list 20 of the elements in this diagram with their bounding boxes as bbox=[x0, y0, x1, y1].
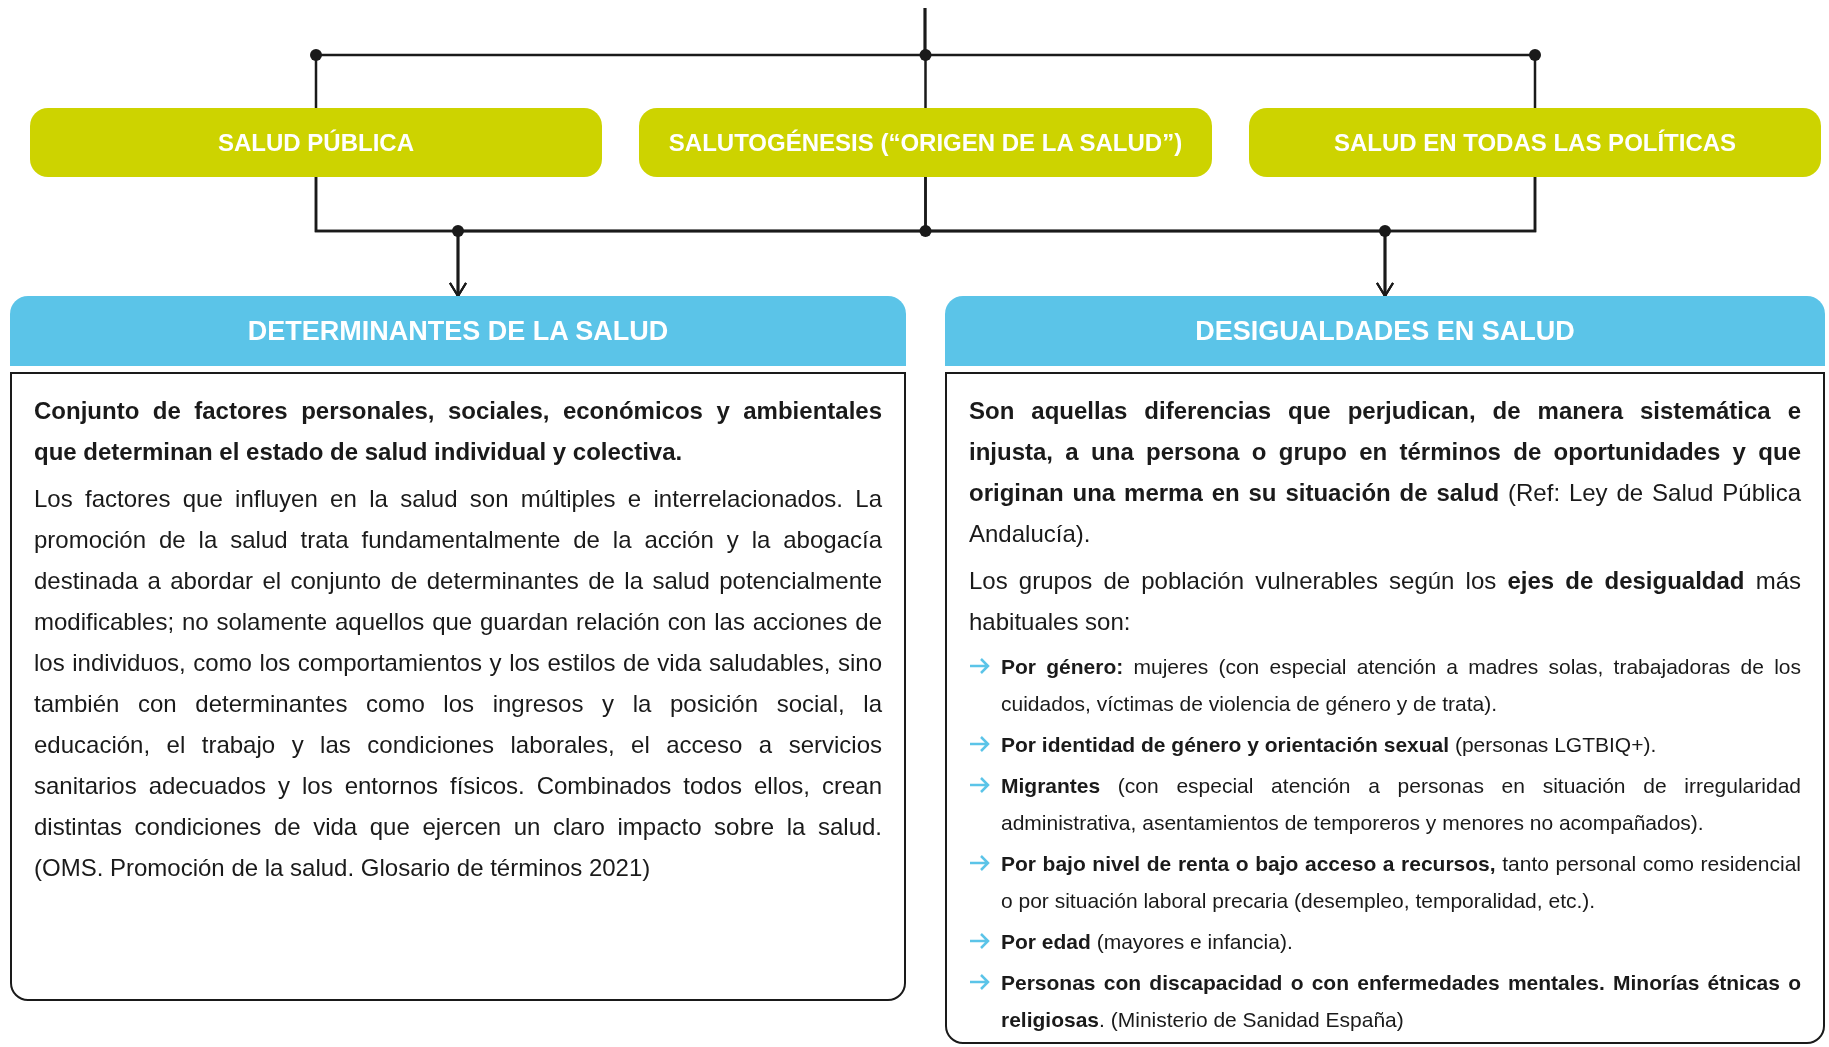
paragraph: Conjunto de factores personales, sociales, económicos y ambientales que determinan el estado de salud individual y colectiva. bbox=[34, 396, 882, 467]
topic-pill bbox=[1249, 108, 1821, 177]
list-item-text: Migrantes (con especial atención a personas en situación de irregularidad administrativa, asentamientos de temporeros y menores no acompañados). bbox=[1001, 773, 1801, 836]
list-item-text: Por bajo nivel de renta o bajo acceso a recursos, tanto personal como residencial o por situación laboral precaria (desempleo, temporalidad, etc.). bbox=[1001, 851, 1801, 914]
connector-line bbox=[1376, 177, 1537, 297]
pill-label: SALUD PÚBLICA bbox=[218, 128, 414, 157]
list-item-text: Por identidad de género y orientación sexual (personas LGTBIQ+). bbox=[1001, 732, 1657, 758]
pill-label: SALUD EN TODAS LAS POLÍTICAS bbox=[1333, 128, 1737, 157]
list-item-text: Personas con discapacidad o con enfermedades mentales. Minorías étnicas o religiosas. (Ministerio de Sanidad España) bbox=[1001, 970, 1801, 1033]
list-item-text: Por edad (mayores e infancia). bbox=[1001, 929, 1293, 955]
topic-pill bbox=[30, 108, 602, 177]
topic-pill bbox=[639, 108, 1212, 177]
paragraph: Los factores que influyen en la salud son múltiples e interrelacionados. La promoción de la salud trata fundamentalmente de la acción y la abogacía destinada a abordar el conjunto de determinantes de la salud potencialmente modificables; no solamente aquellos que guardan relación con las acciones de los individuos, como los comportamientos y los estilos de vida saludables, sino también con determinantes como los ingresos y la posición social, la educación, el trabajo y las condiciones laborales, el acceso a servicios sanitarios adecuados y los entornos físicos. Combinados todos ellos, crean distintas condiciones de vida que ejercen un claro impacto sobre la salud. (OMS. Promoción de la salud. Glosario de términos 2021) bbox=[34, 484, 882, 883]
section-heading: DESIGUALDADES EN SALUD bbox=[1195, 315, 1575, 347]
paragraph: Los grupos de población vulnerables según los ejes de desigualdad más habituales son: bbox=[969, 566, 1801, 637]
list-item-text: Por género: mujeres (con especial atención a madres solas, trabajadoras de los cuidados, víctimas de violencia de género y de trata). bbox=[1001, 654, 1801, 717]
section-heading: DETERMINANTES DE LA SALUD bbox=[247, 315, 669, 347]
pill-label: SALUTOGÉNESIS (“ORIGEN DE LA SALUD”) bbox=[668, 128, 1183, 157]
connector-line bbox=[923, 8, 1537, 108]
paragraph: Son aquellas diferencias que perjudican, de manera sistemática e injusta, a una persona o grupo en términos de oportunidades y que originan una merma en su situación de salud (Ref: Ley de Salud Pública Andalucía). bbox=[969, 396, 1801, 549]
